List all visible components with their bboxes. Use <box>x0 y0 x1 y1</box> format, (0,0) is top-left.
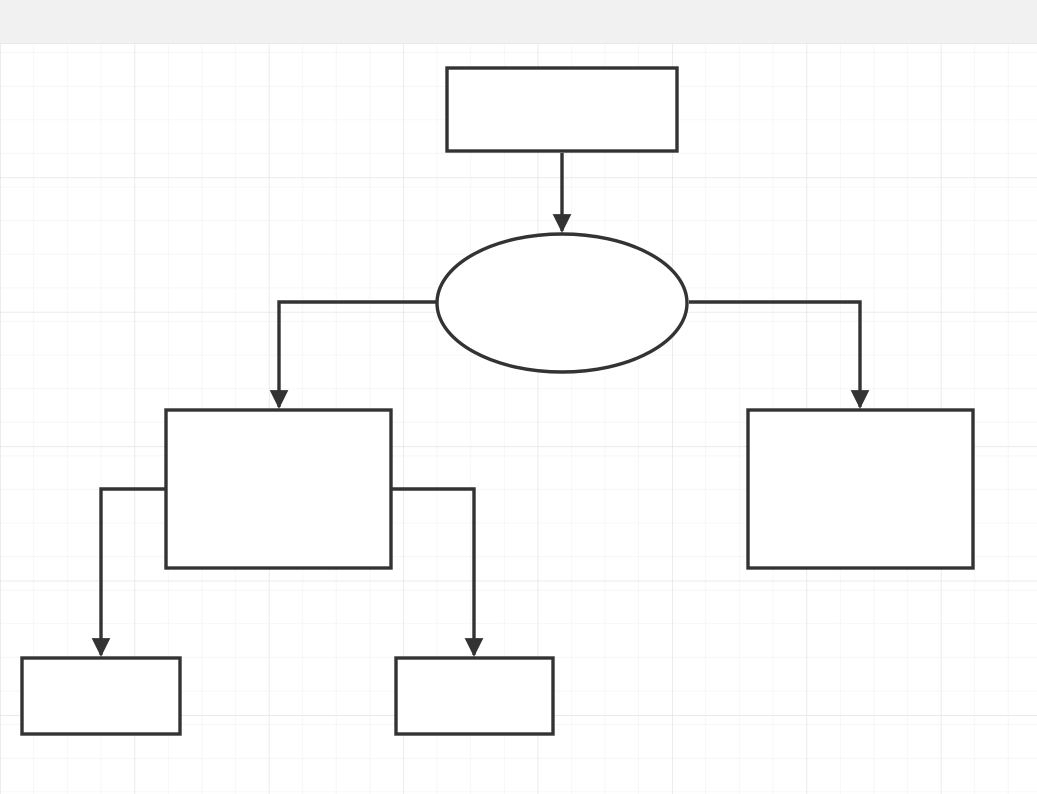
connector-decision-to-left[interactable] <box>269 300 437 409</box>
diagram-svg <box>0 43 1037 794</box>
decision-ellipse[interactable] <box>435 232 689 374</box>
right-process-box[interactable] <box>746 408 975 570</box>
connector-left-to-bottom-left[interactable] <box>91 487 166 657</box>
bottom-right-process-box[interactable] <box>394 656 555 736</box>
bottom-left-process-box[interactable] <box>20 656 182 736</box>
diagram-canvas[interactable] <box>0 43 1037 794</box>
left-process-box[interactable] <box>164 408 393 570</box>
shapes <box>20 66 975 736</box>
connector-decision-to-right[interactable] <box>689 300 870 409</box>
connector-left-to-bottom-right[interactable] <box>391 487 484 657</box>
connectors <box>91 153 870 657</box>
top-process-box[interactable] <box>445 66 679 153</box>
top-toolbar <box>0 0 1037 43</box>
